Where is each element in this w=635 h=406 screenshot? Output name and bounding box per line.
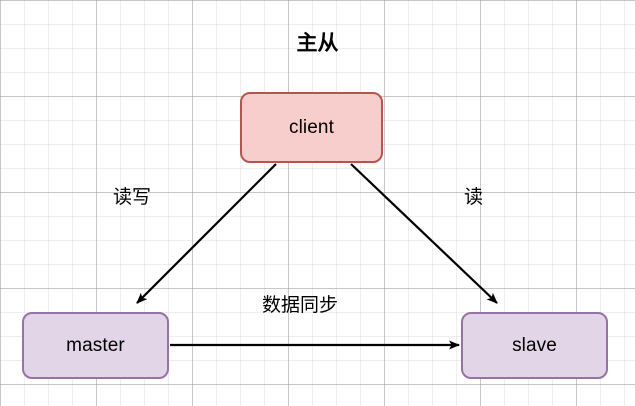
node-master[interactable]: master [22, 312, 169, 379]
diagram-title: 主从 [296, 32, 339, 55]
edge-label-read: 读 [464, 187, 484, 208]
node-slave[interactable]: slave [461, 312, 608, 379]
edge-client-to-slave [350, 163, 498, 304]
node-slave-label: slave [512, 335, 557, 356]
edge-client-to-master [136, 163, 277, 304]
node-master-label: master [66, 335, 125, 356]
node-client-label: client [289, 117, 334, 138]
edge-label-data-sync: 数据同步 [262, 295, 339, 316]
node-client[interactable]: client [240, 92, 383, 163]
edge-label-read-write: 读写 [113, 187, 152, 208]
